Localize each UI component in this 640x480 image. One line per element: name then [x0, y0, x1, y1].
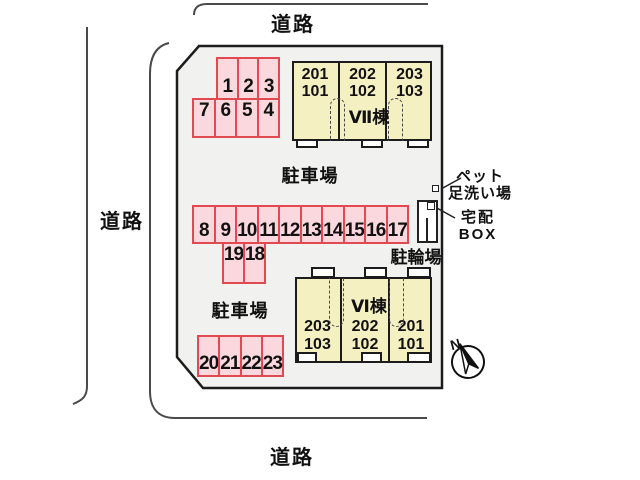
pet-wash-marker — [432, 185, 439, 192]
delivery-box-marker — [427, 202, 435, 210]
porch-step — [407, 139, 429, 148]
bicycle-parking-label: 駐輪場 — [390, 248, 442, 267]
stall-number: 12 — [280, 220, 300, 241]
pet-wash-leader-line — [440, 177, 462, 190]
porch-step — [364, 267, 387, 278]
entrance-strip — [388, 98, 403, 141]
parking-stall-4: 4 — [256, 100, 279, 136]
parking-stall-3: 3 — [257, 59, 278, 98]
unit-label: 201 101 — [301, 66, 329, 101]
parking-stall-9: 9 — [213, 207, 236, 242]
parking-area-label-bottom: 駐車場 — [211, 301, 269, 321]
stall-number: 21 — [220, 353, 240, 374]
compass-icon — [451, 343, 485, 379]
stall-number: 20 — [199, 353, 219, 374]
porch-step — [311, 267, 335, 278]
road-edge-left — [72, 27, 88, 405]
delivery-box-label: 宅配 BOX — [458, 209, 498, 244]
building-vii-units: 201 101 202 102 203 103 — [292, 61, 432, 141]
unit-label: 202 102 — [338, 61, 385, 141]
parking-stall-16: 16 — [364, 207, 386, 242]
stall-number: 9 — [220, 220, 231, 241]
stall-number: 18 — [244, 244, 265, 265]
stall-number: 8 — [198, 220, 210, 241]
porch-step — [296, 139, 318, 148]
compass-needle-black — [459, 343, 480, 369]
parking-stall-6: 6 — [213, 100, 236, 136]
stall-number: 17 — [387, 220, 408, 241]
delivery-box-leader-line — [434, 206, 456, 219]
parking-stall-10: 10 — [235, 207, 257, 242]
porch-notch — [407, 352, 431, 363]
building-vii — [292, 61, 432, 141]
stall-number: 22 — [241, 353, 262, 374]
parking-stall-11: 11 — [256, 207, 278, 242]
unit-label: 203 103 — [304, 318, 331, 353]
stall-number: 11 — [259, 220, 278, 241]
building-vii-name: Ⅶ棟 — [348, 108, 390, 127]
stall-number: 14 — [323, 220, 343, 241]
stall-number: 13 — [301, 220, 322, 241]
road-label-left: 道路 — [100, 211, 144, 233]
stall-number: 4 — [263, 100, 274, 121]
road-edge-inner — [149, 42, 427, 419]
building-vi — [295, 277, 432, 363]
porch-notch — [297, 352, 317, 363]
road-edge-top — [193, 3, 428, 16]
parking-stall-23: 23 — [260, 337, 283, 375]
entrance-strip — [329, 278, 344, 327]
parking-stall-21: 21 — [218, 337, 240, 375]
parking-stall-17: 17 — [385, 207, 408, 242]
porch-step — [361, 139, 383, 148]
parking-stall-15: 15 — [342, 207, 365, 242]
parking-stall-1: 1 — [218, 59, 237, 98]
parking-stall-12: 12 — [278, 207, 300, 242]
parking-stall-18: 18 — [243, 244, 265, 282]
parking-stall-7: 7 — [194, 100, 214, 136]
parking-stall-19: 19 — [223, 244, 244, 282]
stall-number: 19 — [223, 244, 244, 265]
unit-label: 202 102 — [340, 277, 388, 363]
stall-number: 6 — [220, 100, 231, 121]
unit-label: 203 103 — [385, 61, 432, 141]
road-label-bottom: 道路 — [270, 447, 314, 469]
porch-notch — [361, 352, 382, 363]
stall-number: 7 — [198, 100, 210, 121]
compass-north-label: N — [448, 335, 462, 353]
parking-stall-14: 14 — [321, 207, 343, 242]
stall-number: 10 — [237, 220, 257, 241]
parking-stall-13: 13 — [299, 207, 322, 242]
building-vi-name: Ⅵ棟 — [351, 297, 387, 316]
stall-number: 16 — [366, 220, 386, 241]
parking-stall-5: 5 — [235, 100, 257, 136]
stall-number: 3 — [263, 76, 275, 97]
stall-number: 1 — [222, 76, 234, 97]
stall-number: 2 — [243, 76, 254, 97]
parking-stall-22: 22 — [239, 337, 262, 375]
entrance-strip — [330, 98, 345, 141]
parking-stall-8: 8 — [194, 207, 214, 242]
stall-number: 5 — [241, 100, 253, 121]
building-vi-units: 203 103 202 102 201 101 — [295, 277, 432, 363]
parking-stall-20: 20 — [199, 337, 219, 375]
bicycle-parking-divider — [426, 218, 428, 241]
pet-wash-label: ペット 足洗い場 — [447, 168, 512, 203]
parking-area-label-top: 駐車場 — [281, 166, 339, 186]
porch-step — [407, 267, 431, 278]
parking-stall-2: 2 — [236, 59, 258, 98]
road-label-top: 道路 — [271, 14, 315, 36]
entrance-strip — [389, 278, 404, 327]
stall-number: 15 — [344, 220, 365, 241]
stall-number: 23 — [262, 353, 283, 374]
